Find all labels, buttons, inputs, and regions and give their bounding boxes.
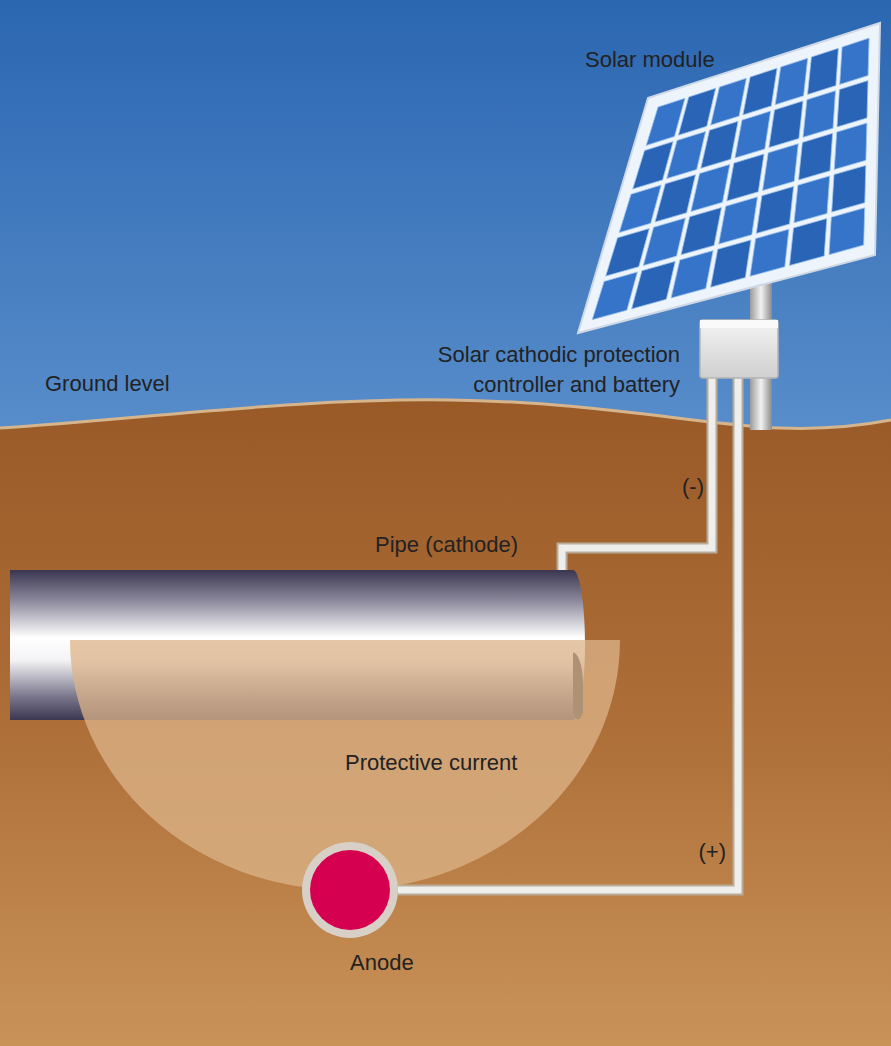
anode-shape <box>300 840 400 940</box>
solar-cell <box>646 98 685 145</box>
wire-core <box>562 378 712 570</box>
anode: Anode <box>300 840 400 940</box>
solar-cell <box>633 142 673 189</box>
solar-cell <box>701 121 738 168</box>
solar-cell <box>763 144 799 191</box>
solar-cell <box>790 219 827 266</box>
solar-cell <box>619 185 661 233</box>
solar-cell <box>678 88 715 135</box>
pipe-label: Pipe (cathode) <box>375 530 518 560</box>
solar-cell <box>671 251 713 298</box>
ground-label: Ground level <box>45 370 170 398</box>
controller-lid <box>700 320 778 328</box>
wire-outline <box>562 378 712 570</box>
solar-cell <box>606 229 650 277</box>
anode-label: Anode <box>350 948 414 978</box>
controller-housing <box>700 320 778 378</box>
polarity-label: (-) <box>682 473 704 501</box>
solar-cell <box>834 123 867 170</box>
wire <box>562 378 712 570</box>
solar-module-label: Solar module <box>585 45 715 75</box>
solar-cell <box>655 175 696 222</box>
solar-cell <box>829 208 865 255</box>
solar-cell <box>832 165 866 212</box>
solar-cell <box>743 68 777 115</box>
solar-cell <box>840 38 869 84</box>
solar-cell <box>711 240 751 287</box>
solar-cell <box>803 91 836 138</box>
solar-cell <box>592 272 637 320</box>
solar-cell <box>756 186 793 233</box>
solar-cell <box>769 101 803 148</box>
solar-cell <box>735 111 771 158</box>
controller-box-shape <box>700 320 778 378</box>
solar-cell <box>719 197 758 244</box>
solar-cell <box>667 132 706 179</box>
solar-cell <box>643 218 685 266</box>
protective-current-zone-label: Protective current <box>345 748 517 778</box>
solar-cell <box>794 176 830 223</box>
solar-cell <box>681 208 722 255</box>
polarity-label: (+) <box>699 838 727 866</box>
solar-cell <box>711 78 747 125</box>
solar-cell <box>632 261 676 309</box>
solar-cell <box>799 133 833 180</box>
ground <box>0 400 891 1046</box>
anode-ring <box>302 842 398 938</box>
solar-cell <box>775 58 808 104</box>
solar-cell <box>808 48 839 94</box>
solar-cell <box>837 81 868 127</box>
controller-box-label: Solar cathodic protection controller and… <box>350 340 680 400</box>
panel-frame <box>578 23 880 333</box>
solar-cell <box>727 154 764 201</box>
solar-cell <box>750 229 789 276</box>
solar-module: Solar module <box>575 15 885 345</box>
controller-box: Solar cathodic protection controller and… <box>700 320 778 378</box>
anode-core <box>310 850 390 930</box>
solar-cell <box>691 164 730 211</box>
